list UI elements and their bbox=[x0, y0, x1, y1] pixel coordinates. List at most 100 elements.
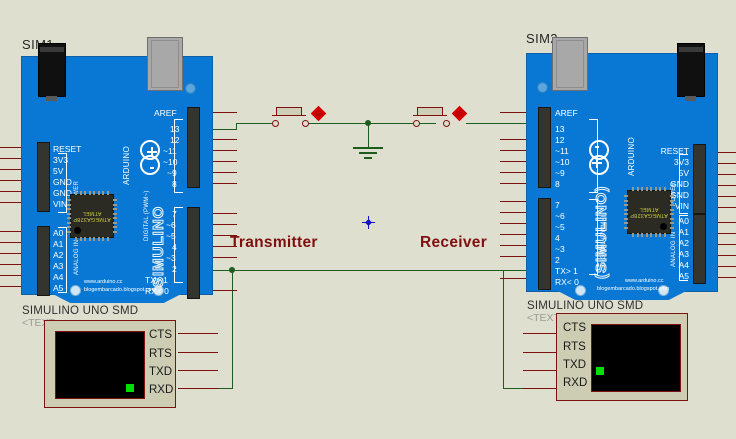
mount-hole-sim2-bl bbox=[575, 285, 586, 296]
pinlabel-sim2-a0: A0 bbox=[678, 216, 689, 226]
header-analog-sim1[interactable] bbox=[37, 226, 50, 296]
silk-name-sim1: SIMULINO bbox=[150, 205, 168, 287]
wire-receiver-drop[interactable] bbox=[503, 270, 504, 388]
board-sim2-bottom-notch bbox=[557, 291, 687, 300]
stub-sim1-a4 bbox=[0, 275, 36, 276]
wire-sim1-d13-to-switch1[interactable] bbox=[236, 123, 274, 124]
stub-sim1-a2 bbox=[0, 253, 36, 254]
wire-bottom-bus[interactable] bbox=[232, 270, 504, 271]
header-power-sim2[interactable] bbox=[693, 144, 706, 214]
pinlabel-sim1-d10: ~10 bbox=[163, 157, 178, 167]
pinlabel-sim1-gnd2: GND bbox=[53, 188, 72, 198]
header-digital-top-sim2[interactable] bbox=[538, 107, 551, 188]
pinlabel-sim2-vin: VIN bbox=[674, 201, 689, 211]
terminal1-screen[interactable] bbox=[55, 331, 145, 399]
pinlabel-sim1-d5: ~5 bbox=[166, 231, 176, 241]
stub-sim1-d4 bbox=[191, 246, 237, 247]
pinlabel-sim1-d6: ~6 bbox=[166, 220, 176, 230]
silk-bracket-digital-sim1 bbox=[174, 119, 183, 193]
stub-sim2-d6 bbox=[500, 212, 546, 213]
terminal1-cursor bbox=[126, 384, 134, 392]
header-power-sim1[interactable] bbox=[37, 142, 50, 212]
pinlabel-sim2-d6: ~6 bbox=[555, 211, 565, 221]
stub-sim1-a0 bbox=[0, 231, 36, 232]
header-analog-sim2[interactable] bbox=[693, 214, 706, 284]
wire-transmitter-drop[interactable] bbox=[232, 270, 233, 388]
stub-sim1-d6 bbox=[191, 224, 237, 225]
pinlabel-sim1-gnd1: GND bbox=[53, 177, 72, 187]
header-digital-bottom-sim2[interactable] bbox=[538, 198, 551, 290]
terminal2-pin-rxd: RXD bbox=[563, 377, 588, 389]
junction-node-transmitter bbox=[229, 267, 235, 273]
wire-sim2-rx-run[interactable] bbox=[503, 270, 548, 271]
stub-sim1-d12 bbox=[191, 139, 237, 140]
switch-left-actuator-icon[interactable] bbox=[310, 105, 327, 122]
mount-hole-sim1-tr bbox=[185, 83, 196, 94]
switch-right-terminal-a bbox=[413, 120, 420, 127]
wire-sim1-d13-pin-run[interactable] bbox=[191, 129, 237, 130]
switch-right-lever bbox=[417, 107, 443, 116]
wire-ground-node-to-switch2[interactable] bbox=[368, 123, 436, 124]
pinlabel-sim2-a2: A2 bbox=[678, 238, 689, 248]
stub-sim2-d4 bbox=[500, 234, 546, 235]
stub-sim1-d9 bbox=[191, 172, 237, 173]
switch-right-actuator-icon[interactable] bbox=[451, 105, 468, 122]
terminal1-pin-rts: RTS bbox=[149, 348, 172, 360]
silk-bracket-power-sim2 bbox=[679, 154, 688, 214]
wire-switch2-to-sim2-d13[interactable] bbox=[466, 123, 540, 124]
stub-sim2-reset bbox=[700, 152, 736, 153]
part-label-sim2[interactable]: SIMULINO UNO SMD bbox=[527, 300, 644, 312]
stub-sim1-gnd2 bbox=[0, 191, 36, 192]
virtual-terminal-receiver[interactable]: CTS RTS TXD RXD bbox=[556, 313, 688, 401]
pinlabel-sim2-d2: 2 bbox=[555, 255, 560, 265]
switch-left[interactable] bbox=[272, 105, 327, 131]
wire-switch1-to-ground-node[interactable] bbox=[305, 123, 368, 124]
stub-sim1-a3 bbox=[0, 264, 36, 265]
pinlabel-sim2-d13: 13 bbox=[555, 124, 565, 134]
silk-bracket-power-sim1 bbox=[58, 153, 67, 213]
mcu-text-line1-sim2: ATMEGA328P bbox=[630, 212, 668, 218]
stub-terminal1-txd bbox=[178, 370, 218, 371]
mount-hole-sim2-tl bbox=[537, 82, 548, 93]
silk-bracket-digital2-sim2 bbox=[589, 199, 598, 275]
silk-group-analog-sim2: ANALOG IN bbox=[671, 231, 677, 267]
header-digital-bottom-sim1[interactable] bbox=[187, 207, 200, 299]
mcu-chip-sim1: ATMEGA328P ATMEL bbox=[67, 191, 117, 241]
ground-stem bbox=[368, 123, 369, 147]
pinlabel-sim1-a0: A0 bbox=[53, 228, 64, 238]
header-digital-top-sim1[interactable] bbox=[187, 107, 200, 188]
switch-right[interactable] bbox=[413, 105, 468, 131]
stub-terminal1-cts bbox=[178, 333, 218, 334]
mount-hole-sim1-br bbox=[153, 285, 164, 296]
pinlabel-sim2-d4: 4 bbox=[555, 233, 560, 243]
stub-sim2-a2 bbox=[700, 244, 736, 245]
pinlabel-sim2-d3: ~3 bbox=[555, 244, 565, 254]
stub-sim2-d12 bbox=[500, 139, 546, 140]
arduino-logo-sim1 bbox=[126, 140, 160, 175]
terminal2-screen[interactable] bbox=[591, 324, 681, 392]
virtual-terminal-transmitter[interactable]: CTS RTS TXD RXD bbox=[44, 320, 176, 408]
arduino-logo-sim2 bbox=[589, 140, 623, 175]
pinlabel-sim1-d3: ~3 bbox=[166, 253, 176, 263]
terminal1-pin-rxd: RXD bbox=[149, 384, 174, 396]
pinlabel-sim2-reset: RESET bbox=[660, 146, 689, 156]
board-sim1-bottom-notch bbox=[52, 294, 182, 303]
arduino-board-sim2[interactable]: AREF 13 12 ~11 ~10 ~9 8 7 ~6 ~5 4 ~3 2 T… bbox=[526, 37, 718, 300]
stub-sim1-a1 bbox=[0, 242, 36, 243]
mcu-text-line2-sim1: ATMEL bbox=[82, 210, 102, 216]
silk-bracket-analog-sim1 bbox=[58, 227, 67, 293]
annotation-transmitter[interactable]: Transmitter bbox=[230, 234, 318, 251]
silk-url1-sim2: www.arduino.cc bbox=[625, 278, 664, 284]
arduino-board-sim1[interactable]: AREF 13 12 ~11 ~10 ~9 8 7 ~6 ~5 4 ~3 2 T… bbox=[21, 37, 213, 303]
wire-sim1-d13-riser[interactable] bbox=[236, 123, 237, 130]
pinlabel-sim1-reset: RESET bbox=[53, 144, 82, 154]
ground-symbol[interactable] bbox=[353, 123, 383, 159]
pinlabel-sim2-d0-rx: RX< 0 bbox=[555, 277, 579, 287]
pinlabel-sim2-d9: ~9 bbox=[555, 168, 565, 178]
stub-sim2-a0 bbox=[700, 222, 736, 223]
board-reference-sim2[interactable]: SIM2 bbox=[526, 31, 558, 46]
annotation-receiver[interactable]: Receiver bbox=[420, 234, 488, 251]
part-label-sim1[interactable]: SIMULINO UNO SMD bbox=[22, 305, 139, 317]
pinlabel-sim2-d12: 12 bbox=[555, 135, 565, 145]
